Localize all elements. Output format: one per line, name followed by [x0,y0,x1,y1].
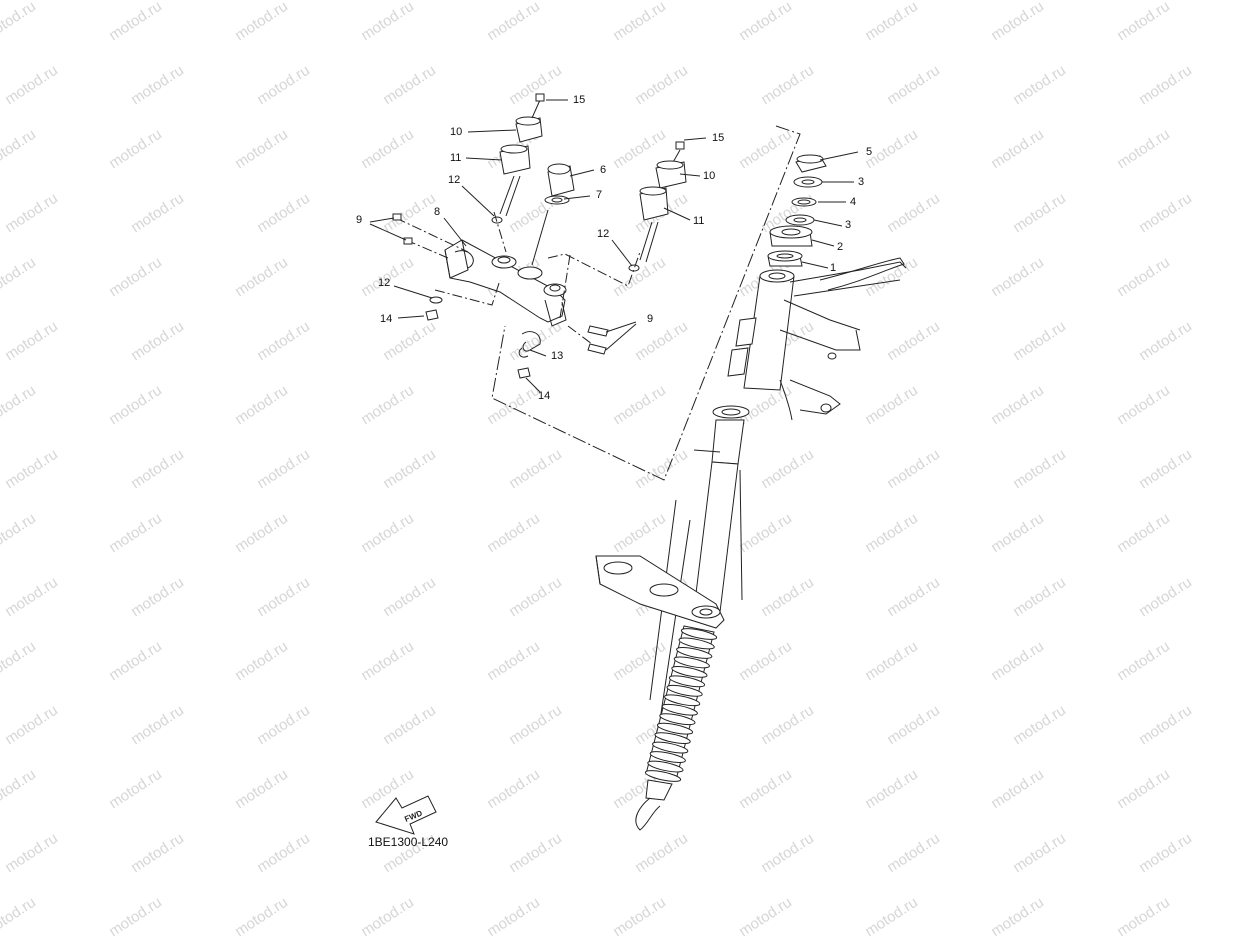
bellows-ring [668,675,706,688]
callout-4: 4 [850,196,857,208]
callout-9: 9 [356,214,363,226]
callout-10: 10 [450,126,463,138]
bellows-ring [659,713,696,726]
callout-12: 12 [597,228,610,240]
callout-14: 14 [380,313,393,325]
bolts-9 [392,213,609,355]
bellows-ring [661,703,698,716]
callout-11: 11 [693,215,705,227]
fork-boot-bellows [644,628,718,782]
callout-13: 13 [551,350,564,362]
bellows-ring [680,628,718,640]
callout-12: 12 [448,174,461,186]
bellows-ring [664,694,701,707]
callout-8: 8 [434,206,441,218]
guide-lines [395,211,641,351]
right-handlebar-holder [628,141,687,272]
bellows-ring [656,722,694,735]
callout-9: 9 [647,313,654,325]
washers-12-nuts-14 [425,296,531,379]
callout-2: 2 [837,241,844,253]
upper-bracket [444,239,567,327]
callout-14: 14 [538,390,551,402]
callout-15: 15 [573,94,586,106]
bellows-ring [652,741,689,754]
callout-12: 12 [378,277,391,289]
callout-1: 1 [830,262,837,274]
left-handlebar-holder [491,93,545,224]
bellows-ring [654,732,691,745]
callout-3: 3 [845,219,852,231]
callout-6: 6 [600,164,607,176]
bellows-ring [671,665,708,678]
frame-head-tube [727,257,907,421]
callout-3: 3 [858,176,865,188]
callout-11: 11 [450,152,462,164]
bellows-ring [649,751,686,763]
leader-lines [369,99,859,393]
assembly-boundary [491,125,801,481]
bellows-ring [673,656,710,669]
bellows-ring [676,647,713,659]
cable-clamp [518,331,541,358]
fork-boot [635,625,718,831]
lower-bracket [595,555,725,629]
callout-5: 5 [866,146,873,158]
drawing-code: 1BE1300-L240 [368,835,449,849]
bellows-ring [678,637,715,650]
bellows-ring [666,684,703,697]
steering-stem [649,405,750,721]
rubber-cap-and-washer [531,163,575,266]
fwd-arrow-icon: FWD [375,795,437,835]
steering-head-parts [767,154,827,267]
callout-15: 15 [712,132,725,144]
bellows-ring [647,760,684,773]
callout-10: 10 [703,170,716,182]
bellows-ring [644,770,682,782]
callout-7: 7 [596,189,603,201]
